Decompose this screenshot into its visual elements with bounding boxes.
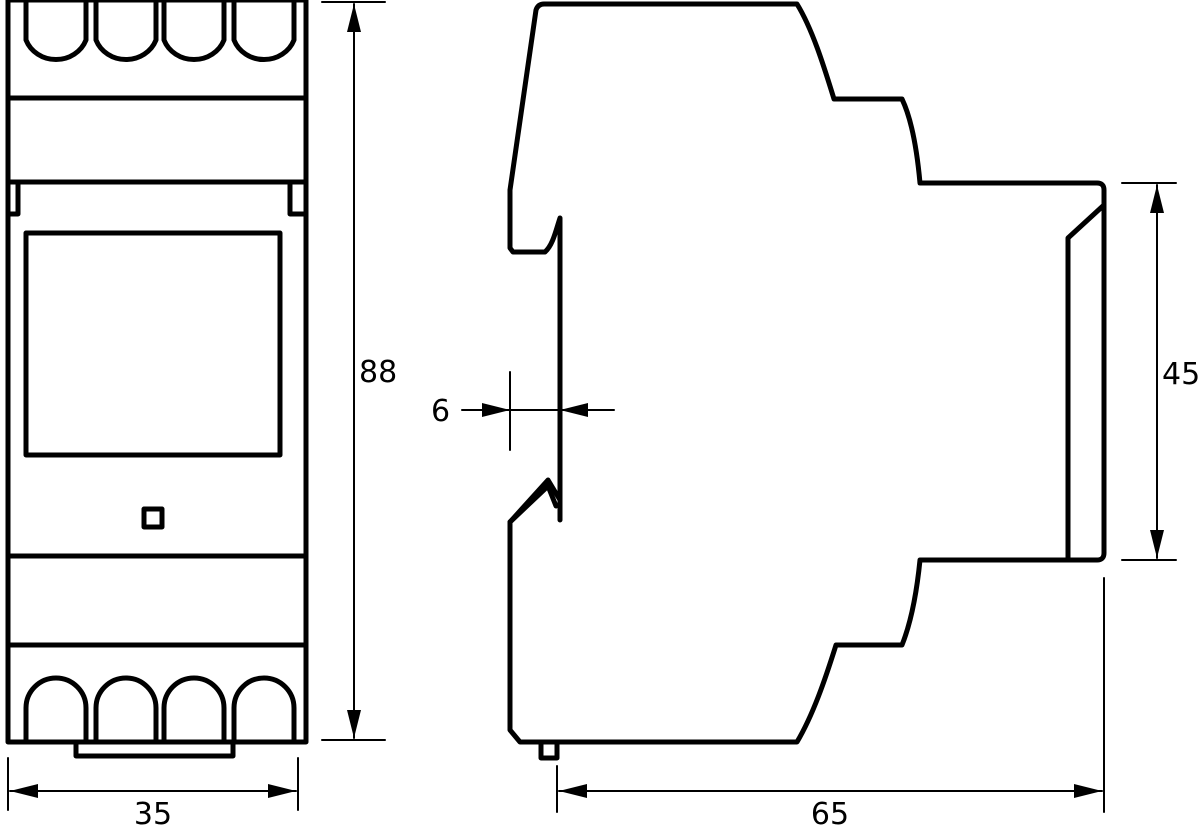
dim-88-label: 88 (359, 355, 397, 390)
side-body-outline (507, 1, 1107, 745)
front-body-outline (5, 0, 309, 745)
bottom-terminal-1 (23, 675, 89, 745)
dim-65-arrow-right (1074, 784, 1102, 798)
top-terminal-1 (23, 0, 89, 62)
bottom-terminal-4 (231, 675, 297, 745)
dim-88-arrow-bottom (347, 710, 361, 738)
dimension-width-35: 35 (7, 757, 299, 832)
dim-6-label: 6 (431, 394, 450, 429)
dim-65-label: 65 (811, 797, 849, 832)
side-view (507, 1, 1107, 761)
dim-35-arrow-right (268, 784, 296, 798)
top-terminals (23, 0, 297, 62)
bottom-terminal-2 (93, 675, 159, 745)
dim-35-arrow-left (10, 784, 38, 798)
dimension-depth-65: 65 (556, 577, 1105, 832)
dim-6-arrow-left (482, 403, 510, 417)
top-terminal-2 (93, 0, 159, 62)
bottom-terminal-3 (161, 675, 227, 745)
rail-latch-detail (507, 483, 559, 525)
dim-35-label: 35 (134, 797, 172, 832)
front-cover-bevel (1065, 202, 1107, 561)
dimension-height-88: 88 (321, 1, 397, 741)
dimension-height-45: 45 (1121, 182, 1200, 561)
indicator-square (141, 506, 165, 530)
right-cover-clip (287, 179, 309, 217)
dim-45-arrow-top (1150, 185, 1164, 213)
dim-6-arrow-right (560, 403, 588, 417)
front-view (5, 0, 309, 759)
dimension-rail-6: 6 (431, 371, 615, 451)
dim-88-arrow-top (347, 4, 361, 32)
release-tab (538, 739, 560, 761)
dim-45-arrow-bottom (1150, 530, 1164, 558)
display-window (23, 230, 283, 458)
top-terminal-4 (231, 0, 297, 62)
dim-45-label: 45 (1162, 357, 1200, 392)
left-cover-clip (5, 179, 21, 217)
top-terminal-3 (161, 0, 227, 62)
bottom-terminals (23, 675, 297, 745)
front-bottom-tab (73, 739, 236, 759)
dim-65-arrow-left (559, 784, 587, 798)
